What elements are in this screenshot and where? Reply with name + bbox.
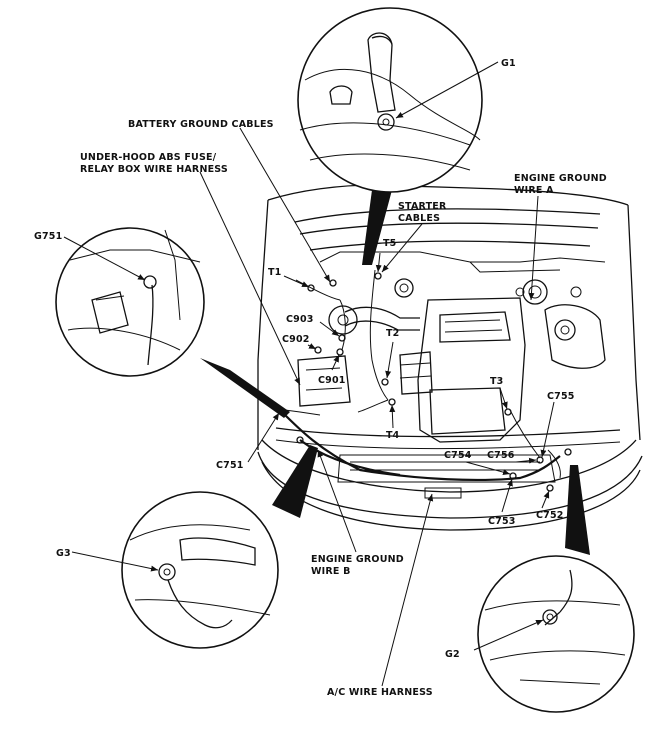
label-t4: T4 bbox=[386, 430, 400, 441]
callout-wedges bbox=[200, 190, 590, 555]
label-underhood-harness-line1: UNDER-HOOD ABS FUSE/ bbox=[80, 152, 217, 163]
label-c751: C751 bbox=[216, 460, 244, 471]
label-c902: C902 bbox=[282, 334, 310, 345]
label-c753: C753 bbox=[488, 516, 516, 527]
inset-g751 bbox=[55, 227, 205, 377]
label-starter-cables-line2: CABLES bbox=[398, 213, 440, 224]
label-t2: T2 bbox=[386, 328, 400, 339]
label-g3: G3 bbox=[56, 548, 71, 559]
label-engine-ground-wire-a-line1: ENGINE GROUND bbox=[514, 173, 607, 184]
label-engine-ground-wire-b-line2: WIRE B bbox=[311, 566, 351, 577]
leader-lines bbox=[63, 61, 555, 687]
label-t1: T1 bbox=[268, 267, 282, 278]
label-t5: T5 bbox=[383, 238, 397, 249]
label-underhood-harness-line2: RELAY BOX WIRE HARNESS bbox=[80, 164, 228, 175]
label-g2: G2 bbox=[445, 649, 460, 660]
label-g751: G751 bbox=[34, 231, 62, 242]
label-c756: C756 bbox=[487, 450, 515, 461]
label-engine-ground-wire-a-line2: WIRE A bbox=[514, 185, 554, 196]
inset-g1 bbox=[297, 7, 483, 193]
label-starter-cables-line1: STARTER bbox=[398, 201, 447, 212]
wire-harness-lines bbox=[281, 269, 561, 482]
label-ac-wire-harness: A/C WIRE HARNESS bbox=[327, 687, 433, 698]
label-engine-ground-wire-b-line1: ENGINE GROUND bbox=[311, 554, 404, 565]
label-c755: C755 bbox=[547, 391, 575, 402]
engine-bay-drawing bbox=[257, 184, 643, 531]
label-t3: T3 bbox=[490, 376, 504, 387]
inset-g3 bbox=[121, 491, 279, 649]
callout-labels: G1 BATTERY GROUND CABLES UNDER-HOOD ABS … bbox=[34, 58, 607, 698]
label-g1: G1 bbox=[501, 58, 516, 69]
label-battery-ground-cables: BATTERY GROUND CABLES bbox=[128, 119, 274, 130]
label-c903: C903 bbox=[286, 314, 314, 325]
label-c754: C754 bbox=[444, 450, 472, 461]
label-c901: C901 bbox=[318, 375, 346, 386]
label-c752: C752 bbox=[536, 510, 564, 521]
inset-g2 bbox=[477, 555, 635, 713]
connector-markers bbox=[278, 272, 572, 492]
